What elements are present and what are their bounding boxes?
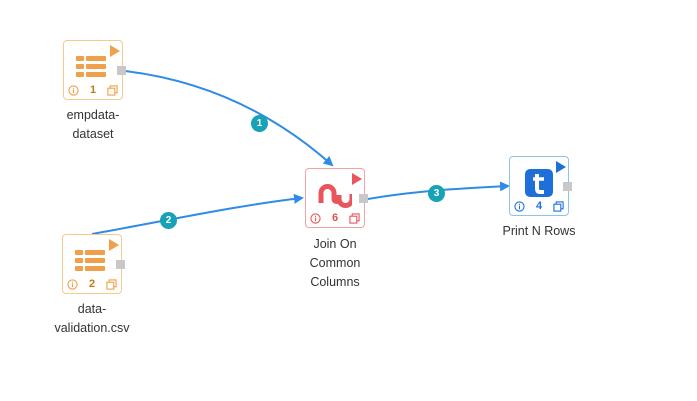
node-id: 2: [88, 278, 96, 290]
edge-badge[interactable]: 1: [251, 115, 268, 132]
output-port[interactable]: [116, 260, 125, 269]
output-port[interactable]: [359, 194, 368, 203]
node-label: Print N Rows: [502, 224, 576, 238]
edge-badge[interactable]: 2: [160, 212, 177, 229]
node-label: empdata- dataset: [66, 108, 120, 141]
info-icon[interactable]: [67, 278, 78, 290]
stumbleupon-join-icon: [318, 184, 352, 208]
tumblr-print-icon: [525, 169, 553, 197]
edge-1[interactable]: [124, 70, 334, 167]
edge-2[interactable]: [91, 193, 304, 235]
node-id: 1: [89, 84, 97, 96]
info-icon[interactable]: [68, 84, 79, 96]
node-label: data- validation.csv: [54, 302, 130, 335]
info-icon[interactable]: [514, 200, 525, 212]
output-port[interactable]: [117, 66, 126, 75]
node-print-n-rows[interactable]: 4: [509, 156, 572, 216]
dataset-icon: [75, 250, 105, 271]
dataset-icon: [76, 56, 106, 77]
copy-icon[interactable]: [107, 84, 118, 96]
run-icon[interactable]: [555, 160, 567, 174]
node-label: Join On Common Columns: [309, 237, 361, 289]
run-icon[interactable]: [109, 44, 121, 58]
node-join-on-common-columns[interactable]: 6: [305, 168, 368, 228]
info-icon[interactable]: [310, 212, 321, 224]
copy-icon[interactable]: [349, 212, 360, 224]
output-port[interactable]: [563, 182, 572, 191]
copy-icon[interactable]: [106, 278, 117, 290]
node-id: 6: [331, 212, 339, 224]
node-empdata-dataset[interactable]: 1: [63, 40, 126, 100]
copy-icon[interactable]: [553, 200, 564, 212]
node-id: 4: [535, 200, 543, 212]
run-icon[interactable]: [108, 238, 120, 252]
run-icon[interactable]: [351, 172, 363, 186]
edge-badge[interactable]: 3: [428, 185, 445, 202]
node-data-validation-csv[interactable]: 2: [62, 234, 125, 294]
